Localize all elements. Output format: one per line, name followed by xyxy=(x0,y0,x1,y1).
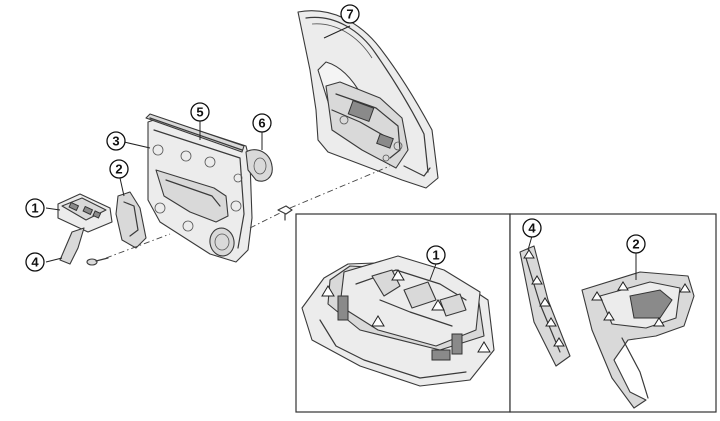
callout-label: 7 xyxy=(346,7,353,22)
clip-hole-icon xyxy=(204,156,216,168)
assembly-lines xyxy=(105,165,391,259)
triangle-marker-icon xyxy=(603,311,615,321)
clip-hole-icon xyxy=(182,220,194,232)
triangle-marker-icon xyxy=(617,281,629,291)
clip-hole-icon xyxy=(230,200,242,212)
callout-label: 3 xyxy=(112,134,119,149)
callout-5: 5 xyxy=(190,102,210,122)
triangle-marker-icon xyxy=(321,285,335,297)
callout-label: 4 xyxy=(528,221,536,236)
triangle-marker-icon xyxy=(523,249,535,259)
clip-hole-icon xyxy=(154,202,166,214)
inside-handle-escutcheon xyxy=(115,191,147,249)
clip-hole-icon xyxy=(180,150,192,162)
callout-1: 1 xyxy=(25,198,45,218)
tweeter-speaker xyxy=(245,149,273,182)
callout-label: 6 xyxy=(258,116,265,131)
screw xyxy=(86,257,109,266)
callout-label: 1 xyxy=(432,248,439,263)
triangle-marker-icon xyxy=(371,315,385,327)
callout-label: 2 xyxy=(115,162,122,177)
weatherstrip xyxy=(145,113,245,153)
door-outer-panel xyxy=(297,10,439,189)
callout-6: 6 xyxy=(252,113,272,133)
power-window-switch xyxy=(57,193,113,233)
triangle-marker-icon xyxy=(591,291,603,301)
triangle-marker-icon xyxy=(679,283,691,293)
triangle-marker-icon xyxy=(545,317,557,327)
triangle-marker-icon xyxy=(553,337,565,347)
triangle-marker-icon xyxy=(431,299,445,311)
callout-4: 4 xyxy=(25,252,45,272)
clip-hole-icon xyxy=(233,173,243,183)
callout-label: 2 xyxy=(632,237,639,252)
escutcheon-detail-view xyxy=(581,271,695,409)
leader-lines xyxy=(45,25,637,281)
callout-label: 1 xyxy=(31,201,38,216)
callout-1-detail: 1 xyxy=(426,245,446,265)
callout-2: 2 xyxy=(109,159,129,179)
callout-3: 3 xyxy=(106,131,126,151)
callout-label: 4 xyxy=(31,255,39,270)
trim-clip xyxy=(277,205,293,221)
clip-hole-icon xyxy=(152,144,164,156)
triangle-marker-icon xyxy=(653,317,665,327)
triangle-marker-icon xyxy=(539,297,551,307)
callout-2-detail: 2 xyxy=(626,234,646,254)
callout-label: 5 xyxy=(196,105,203,120)
triangle-marker-icon xyxy=(531,275,543,285)
pull-handle-grip xyxy=(59,227,85,265)
callout-7: 7 xyxy=(340,4,360,24)
grip-detail-view xyxy=(519,245,571,367)
callout-4-detail: 4 xyxy=(522,218,542,238)
triangle-marker-icon xyxy=(391,269,405,281)
switch-detail-view xyxy=(301,255,495,387)
triangle-marker-icon xyxy=(477,341,491,353)
